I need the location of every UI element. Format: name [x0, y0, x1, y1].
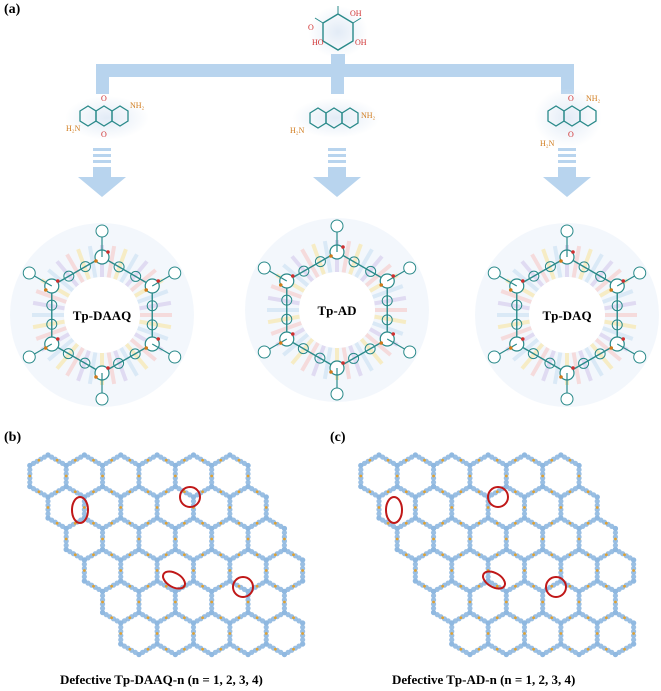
svg-text:NH₂: NH₂	[361, 111, 376, 120]
defect-ellipse	[487, 486, 509, 508]
defect-ellipse	[482, 570, 506, 590]
defect-markers	[385, 486, 567, 598]
defect-markers	[71, 486, 254, 598]
framework-rings: Tp-DAAQ Tp-AD Tp-DAQ	[10, 218, 659, 407]
svg-text:H₂N: H₂N	[66, 124, 81, 133]
distribution-bar	[96, 54, 574, 94]
panel-label-b: (b)	[4, 430, 22, 445]
defect-ellipse	[385, 496, 403, 524]
lattice-edges	[27, 452, 306, 658]
svg-text:OH: OH	[350, 9, 362, 18]
svg-text:O: O	[101, 130, 107, 139]
lattice-tp-ad-defective	[358, 452, 637, 658]
down-arrow	[78, 148, 126, 197]
down-arrow	[313, 148, 361, 197]
svg-text:NH₂: NH₂	[130, 101, 145, 110]
panel-label-c: (c)	[330, 430, 346, 445]
svg-text:O: O	[101, 94, 107, 103]
defect-ellipse	[232, 576, 254, 598]
daaq-monomer: O O NH₂ H₂N	[65, 94, 149, 140]
ring-label-tp-ad: Tp-AD	[317, 303, 356, 318]
lattice-tp-daaq-defective	[27, 452, 306, 658]
down-arrow	[543, 148, 591, 197]
ring-tp-daq: Tp-DAQ	[475, 223, 659, 407]
defect-ellipse	[162, 570, 186, 590]
defect-ellipse	[179, 486, 201, 508]
synthesis-scheme: OH O HO OH O O O NH₂ H₂N NH₂ H₂N O	[10, 6, 659, 407]
ring-label-tp-daaq: Tp-DAAQ	[73, 308, 132, 323]
svg-text:O: O	[308, 23, 314, 32]
daq-monomer: O O NH₂ H₂N	[534, 88, 602, 148]
caption-defective-tp-ad: Defective Tp-AD-n (n = 1, 2, 3, 4)	[392, 672, 576, 687]
svg-text:HO: HO	[312, 38, 324, 47]
ad-monomer: NH₂ H₂N	[290, 98, 380, 138]
svg-text:OH: OH	[355, 38, 367, 47]
ring-label-tp-daq: Tp-DAQ	[542, 308, 591, 323]
lattice-edges	[358, 452, 637, 658]
svg-text:O: O	[568, 94, 574, 103]
defect-ellipse	[545, 576, 567, 598]
tp-monomer: OH O HO OH O	[308, 6, 368, 64]
caption-defective-tp-daaq: Defective Tp-DAAQ-n (n = 1, 2, 3, 4)	[60, 672, 263, 687]
svg-text:H₂N: H₂N	[290, 126, 305, 135]
svg-text:NH₂: NH₂	[586, 94, 601, 103]
ring-tp-ad: Tp-AD	[245, 218, 429, 402]
svg-text:H₂N: H₂N	[540, 139, 555, 148]
panel-label-a: (a)	[4, 2, 21, 17]
down-arrows	[78, 148, 591, 197]
svg-text:O: O	[568, 130, 574, 139]
defect-ellipse	[71, 496, 89, 524]
ring-tp-daaq: Tp-DAAQ	[10, 223, 194, 407]
